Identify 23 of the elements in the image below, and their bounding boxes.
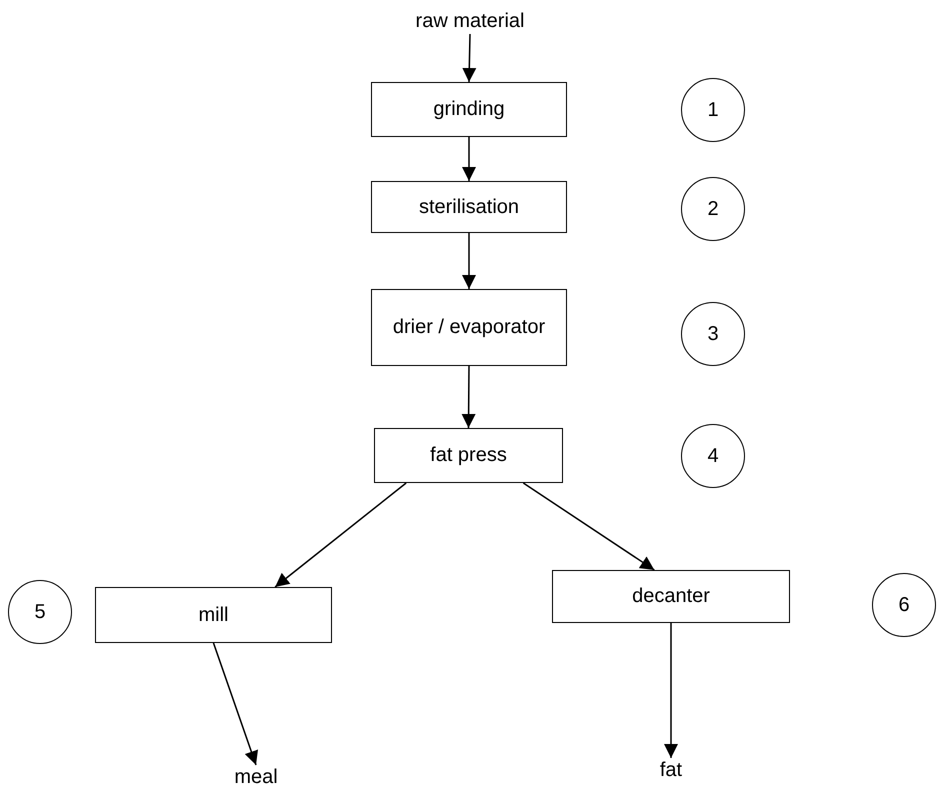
arrow <box>462 34 476 82</box>
flow-label: raw material <box>416 10 524 32</box>
arrow <box>462 137 476 181</box>
step-number: 3 <box>681 302 745 366</box>
process-box: grinding <box>371 82 567 137</box>
arrow <box>522 482 655 571</box>
process-box: decanter <box>552 570 790 623</box>
flow-label: fat <box>660 758 682 782</box>
arrow <box>274 482 407 588</box>
process-box: mill <box>95 587 332 643</box>
arrow <box>462 366 476 428</box>
process-box: sterilisation <box>371 181 567 233</box>
step-number: 2 <box>681 177 745 241</box>
arrow <box>664 623 678 758</box>
step-number: 1 <box>681 78 745 142</box>
flow-label: meal <box>234 766 278 787</box>
step-number: 4 <box>681 424 745 488</box>
step-number: 6 <box>872 573 936 637</box>
step-number: 5 <box>8 580 72 644</box>
arrow <box>462 233 476 289</box>
arrow <box>212 642 258 766</box>
process-box: drier / evaporator <box>371 289 567 366</box>
process-box: fat press <box>374 428 563 483</box>
